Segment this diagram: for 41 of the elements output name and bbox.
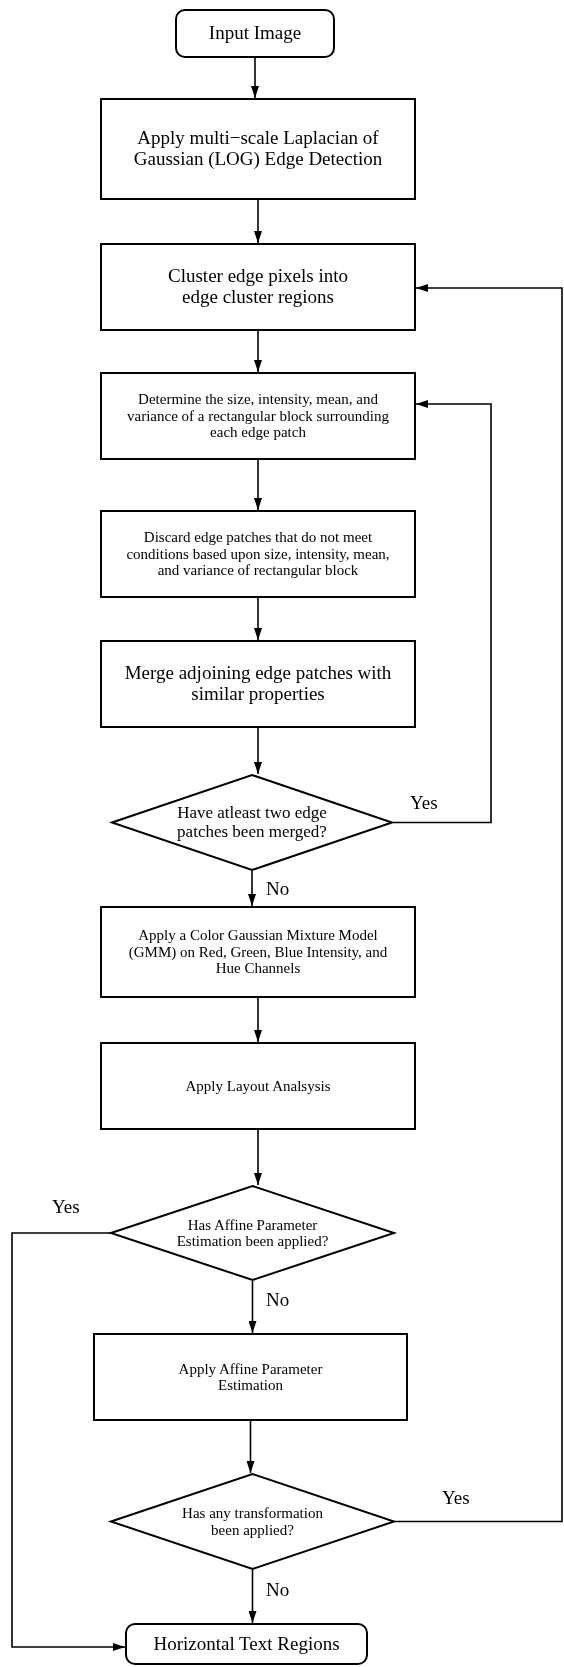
node-text: Have atleast two edge patches been merged?	[176, 803, 328, 842]
terminal-box	[125, 1623, 368, 1665]
arrow	[254, 727, 262, 775]
arrow	[254, 597, 262, 641]
node-text: Apply a Color Gaussian Mixture Model (GMM) on Red, Green, Blue Intensity, and Hue Channels	[127, 927, 389, 977]
node-text: Apply multi−scale Laplacian of Gaussian (LOG) Edge Detection	[132, 128, 384, 170]
arrow	[248, 1569, 257, 1624]
node-text: Discard edge patches that do not meet conditions based upon size, intensity, mean, and variance of rectangular block	[125, 529, 391, 579]
process-box	[100, 98, 416, 200]
arrow	[254, 459, 262, 511]
node-text: Horizontal Text Regions	[152, 1633, 341, 1655]
process-box	[100, 906, 416, 998]
node-text: Has any transformation been applied?	[181, 1505, 324, 1538]
arrow	[248, 870, 256, 907]
process-box	[100, 372, 416, 460]
node-text: Apply Affine Parameter Estimation	[177, 1360, 324, 1394]
node-text: Determine the size, intensity, mean, and variance of a rectangular block surrounding each edge patch	[126, 391, 390, 441]
arrow	[254, 199, 262, 244]
arrow	[394, 284, 563, 1523]
arrow	[392, 400, 492, 824]
node-text: Input Image	[207, 23, 303, 44]
arrow	[251, 57, 259, 99]
node-text: Cluster edge pixels into edge cluster regions	[167, 266, 349, 308]
process-box	[93, 1333, 408, 1421]
arrow	[254, 330, 262, 373]
arrow	[246, 1420, 255, 1474]
arrow	[248, 1280, 257, 1334]
arrow	[254, 997, 262, 1043]
process-box	[100, 1042, 416, 1130]
decision-diamond	[110, 1185, 395, 1281]
arrow	[254, 1129, 262, 1186]
terminal-box	[175, 9, 335, 58]
node-text: Apply Layout Analsysis	[184, 1077, 332, 1095]
process-box	[100, 510, 416, 598]
process-box	[100, 243, 416, 331]
decision-diamond	[110, 1473, 395, 1570]
decision-diamond	[111, 774, 393, 871]
node-text: Merge adjoining edge patches with similar properties	[123, 663, 393, 705]
process-box	[100, 640, 416, 728]
arrow	[11, 1232, 126, 1651]
node-text: Has Affine Parameter Estimation been applied?	[175, 1216, 330, 1250]
